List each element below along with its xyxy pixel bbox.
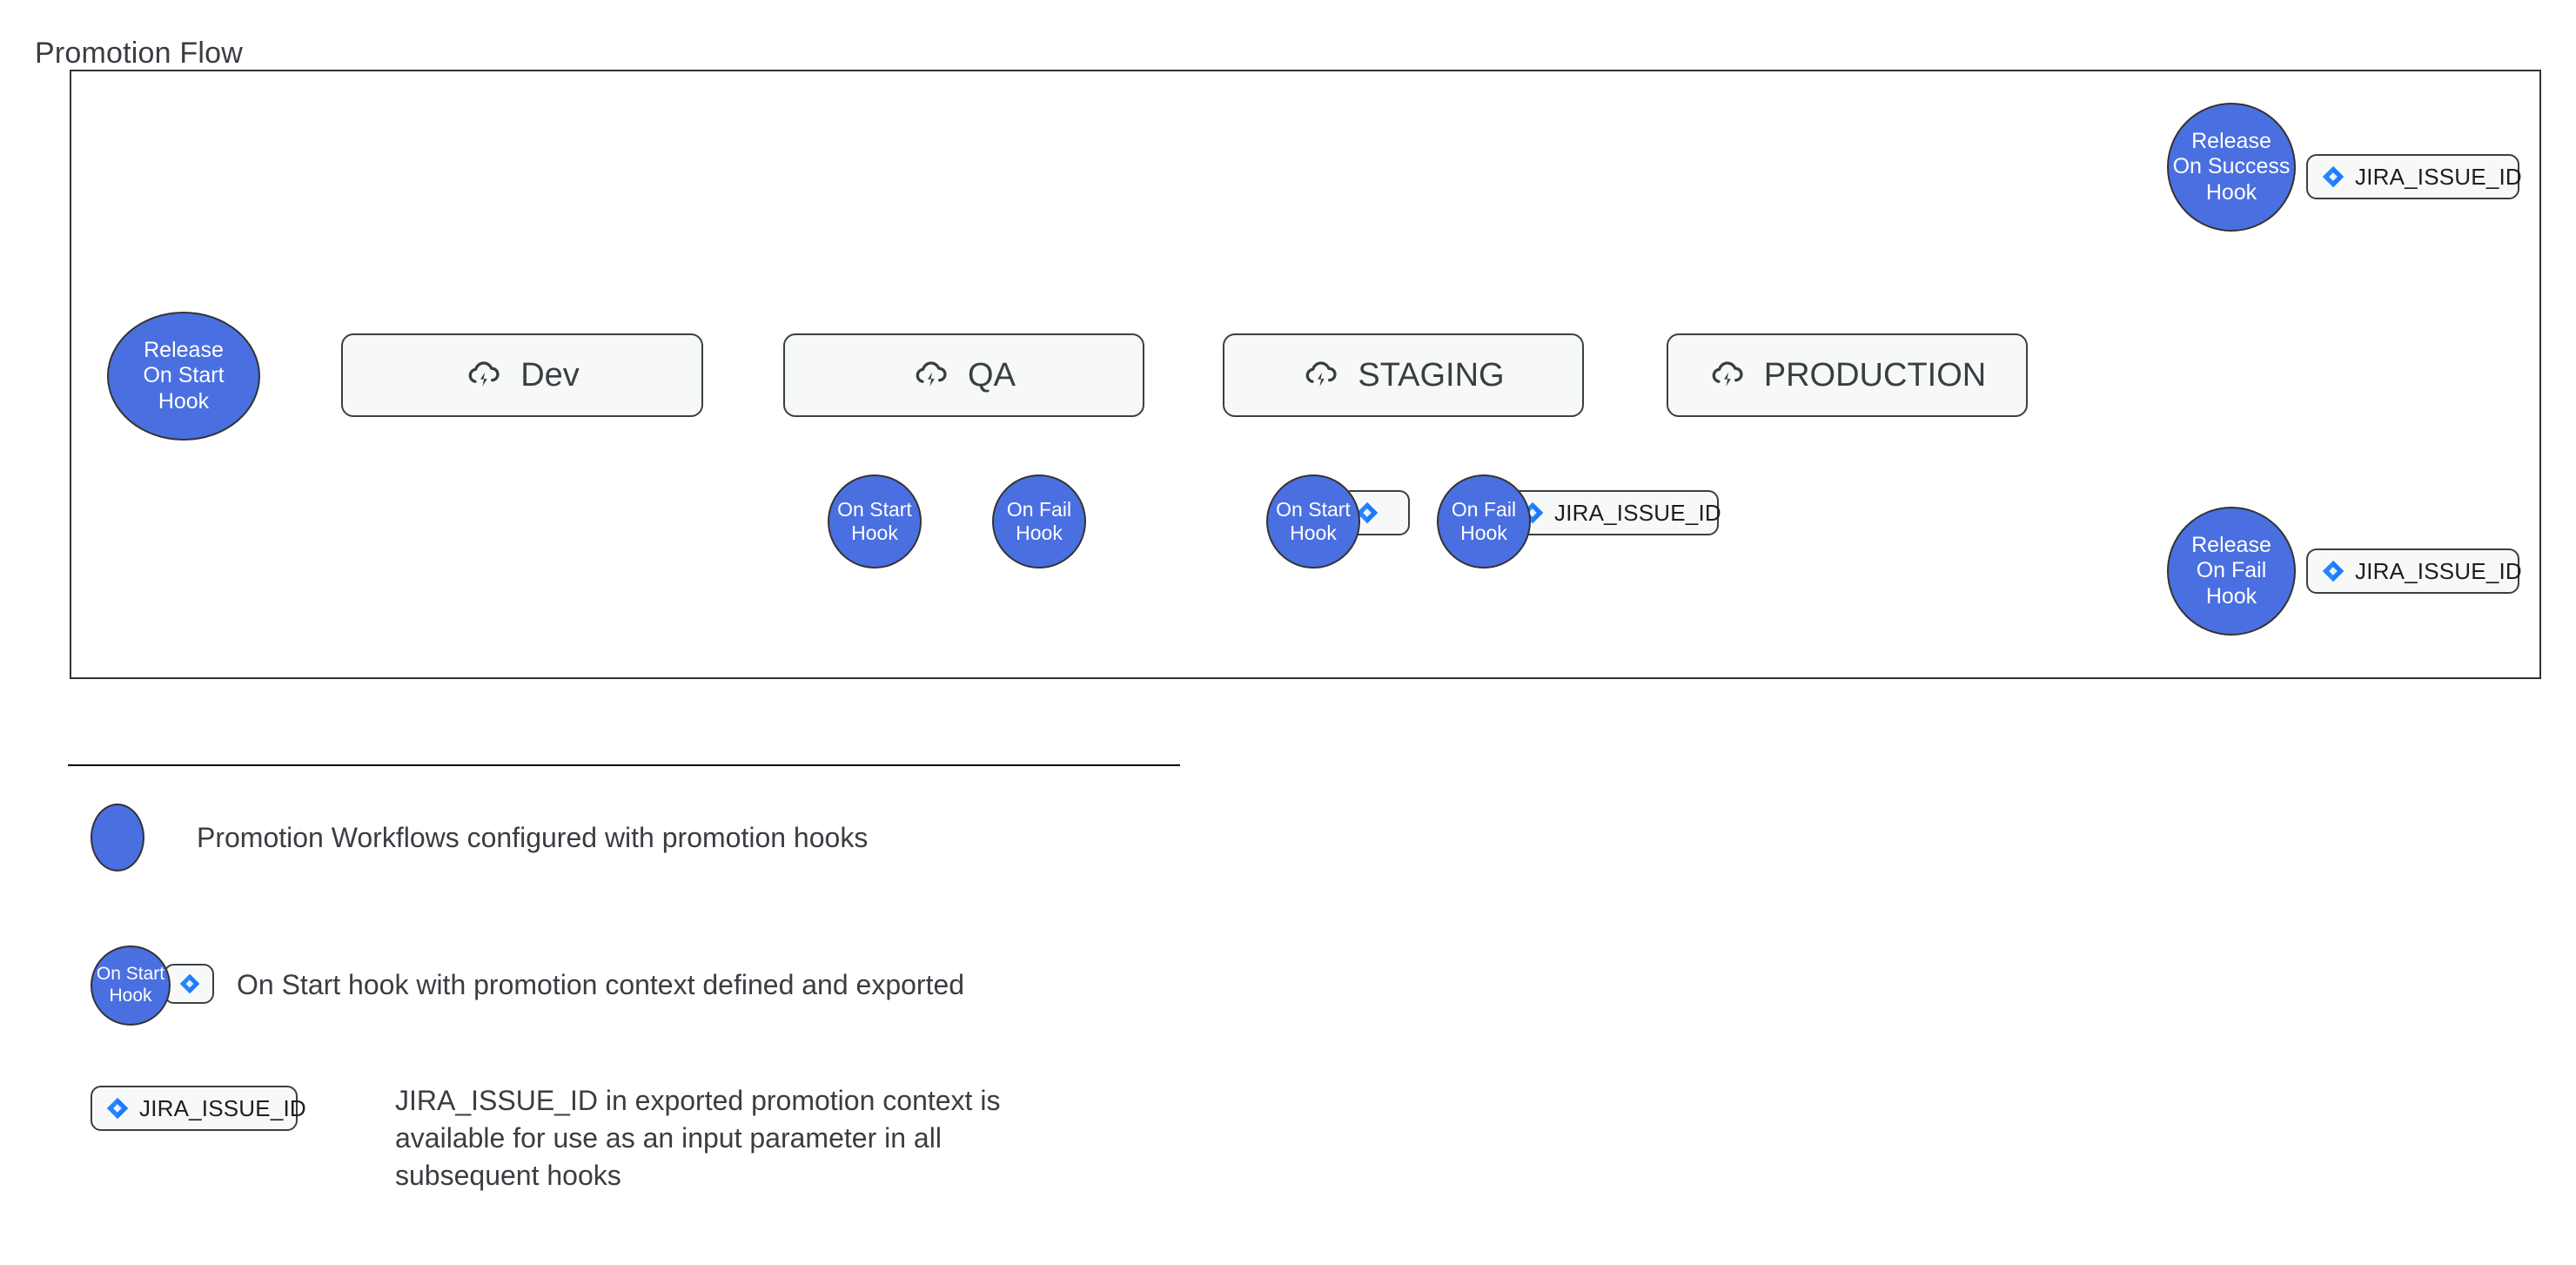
hook-line-2: Hook bbox=[1290, 521, 1337, 544]
cloud-lightning-icon bbox=[1306, 361, 1338, 387]
legend-item-jira-issue-id: JIRA_ISSUE_ID JIRA_ISSUE_ID in exported … bbox=[91, 1082, 1000, 1194]
legend-swatch-hook-with-pill: On Start Hook bbox=[91, 945, 244, 1026]
hook-line-1: On Fail bbox=[1451, 497, 1517, 521]
cloud-lightning-icon bbox=[1712, 361, 1743, 387]
hook-line-1: Release bbox=[2191, 532, 2271, 557]
hook-line-3: Hook bbox=[2205, 179, 2257, 205]
hook-line-3: Hook bbox=[2205, 583, 2257, 609]
context-pill-release-on-fail[interactable]: JIRA_ISSUE_ID bbox=[2306, 548, 2522, 594]
hook-line-2: On Start bbox=[143, 363, 225, 388]
hook-line-3: Hook bbox=[158, 388, 210, 414]
hook-staging-on-fail[interactable]: On Fail Hook bbox=[1437, 474, 1531, 569]
page-title: Promotion Flow bbox=[35, 37, 243, 70]
hook-release-on-fail[interactable]: Release On Fail Hook bbox=[2167, 507, 2296, 636]
hook-line-2: Hook bbox=[1016, 521, 1063, 544]
hook-release-on-start[interactable]: Release On Start Hook bbox=[107, 312, 260, 441]
legend-label: JIRA_ISSUE_ID in exported promotion cont… bbox=[395, 1085, 1001, 1191]
legend-swatch-blue-ellipse bbox=[91, 804, 144, 871]
context-pill-label: JIRA_ISSUE_ID bbox=[1554, 499, 1721, 526]
legend-label: Promotion Workflows configured with prom… bbox=[197, 821, 869, 853]
jira-icon bbox=[179, 973, 200, 994]
hook-line-2: Hook bbox=[109, 986, 152, 1006]
hook-staging-on-start[interactable]: On Start Hook bbox=[1266, 474, 1360, 569]
hook-line-2: Hook bbox=[1460, 521, 1507, 544]
jira-icon bbox=[106, 1097, 129, 1120]
hook-line-1: On Start bbox=[96, 964, 165, 985]
legend-context-pill bbox=[164, 964, 214, 1004]
hook-line-2: On Fail bbox=[2196, 558, 2267, 583]
legend-divider bbox=[68, 764, 1180, 766]
context-pill-label: JIRA_ISSUE_ID bbox=[2355, 163, 2522, 190]
legend-context-pill-jira: JIRA_ISSUE_ID bbox=[91, 1086, 306, 1131]
hook-release-on-success[interactable]: Release On Success Hook bbox=[2167, 103, 2296, 232]
legend-item-on-start-hook: On Start Hook On Start hook with promoti… bbox=[91, 945, 965, 1026]
hook-line-2: Hook bbox=[851, 521, 898, 544]
stage-box-staging[interactable]: STAGING bbox=[1223, 333, 1584, 417]
hook-line-2: On Success bbox=[2172, 154, 2291, 179]
stage-box-qa[interactable]: QA bbox=[783, 333, 1144, 417]
stage-label-qa: QA bbox=[968, 356, 1016, 394]
stage-box-production[interactable]: PRODUCTION bbox=[1667, 333, 2028, 417]
stage-label-staging: STAGING bbox=[1358, 356, 1505, 394]
context-pill-release-on-success[interactable]: JIRA_ISSUE_ID bbox=[2306, 154, 2522, 199]
hook-qa-on-fail[interactable]: On Fail Hook bbox=[992, 474, 1086, 569]
cloud-lightning-icon bbox=[468, 361, 500, 387]
legend-label: On Start hook with promotion context def… bbox=[237, 968, 965, 1000]
stage-box-dev[interactable]: Dev bbox=[341, 333, 703, 417]
stage-label-production: PRODUCTION bbox=[1763, 356, 1987, 394]
stage-label-dev: Dev bbox=[520, 356, 580, 394]
hook-line-1: On Start bbox=[837, 497, 912, 521]
cloud-lightning-icon bbox=[916, 361, 947, 387]
hook-line-1: On Start bbox=[1276, 497, 1351, 521]
context-pill-label: JIRA_ISSUE_ID bbox=[139, 1094, 306, 1121]
jira-icon bbox=[2322, 560, 2345, 582]
hook-line-1: Release bbox=[2191, 128, 2271, 153]
context-pill-staging-on-fail[interactable]: JIRA_ISSUE_ID bbox=[1506, 490, 1721, 535]
legend-hook-on-start: On Start Hook bbox=[91, 945, 171, 1026]
jira-icon bbox=[1356, 501, 1379, 524]
context-pill-label: JIRA_ISSUE_ID bbox=[2355, 557, 2522, 584]
hook-line-1: On Fail bbox=[1006, 497, 1072, 521]
legend-item-promotion-workflows: Promotion Workflows configured with prom… bbox=[91, 804, 868, 871]
hook-qa-on-start[interactable]: On Start Hook bbox=[828, 474, 922, 569]
jira-icon bbox=[2322, 165, 2345, 188]
hook-line-1: Release bbox=[144, 337, 224, 362]
